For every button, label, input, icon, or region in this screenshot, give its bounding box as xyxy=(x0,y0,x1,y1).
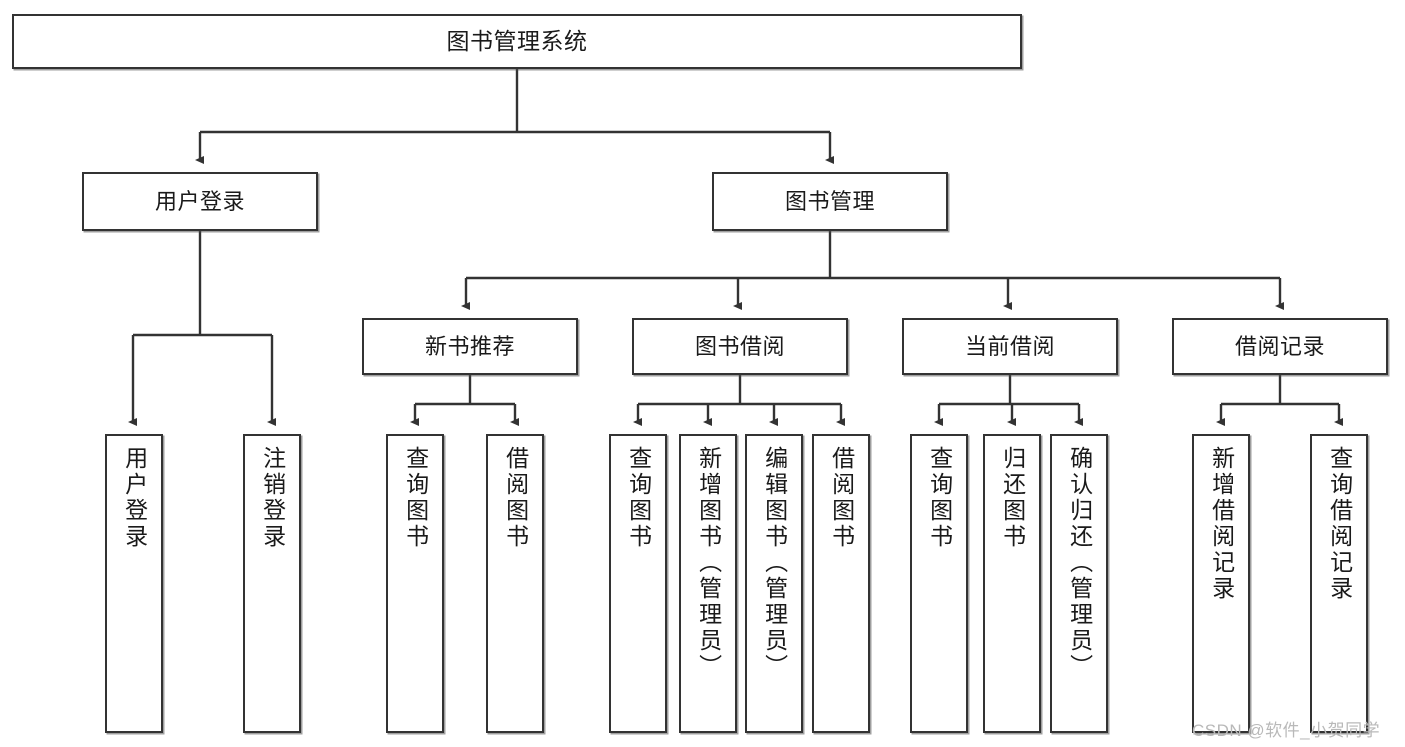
node-label: 查询图书 xyxy=(625,446,652,550)
node-label: 编辑图书（管理员） xyxy=(761,446,788,680)
node-user-login[interactable]: 用户登录 xyxy=(82,172,318,231)
leaf-edit-book-admin[interactable]: 编辑图书（管理员） xyxy=(745,434,803,733)
node-book-management[interactable]: 图书管理 xyxy=(712,172,948,231)
leaf-query-book-borrow[interactable]: 查询图书 xyxy=(609,434,667,733)
node-label: 新增图书（管理员） xyxy=(695,446,722,680)
node-label: 注销登录 xyxy=(259,446,286,550)
leaf-query-book-recommend[interactable]: 查询图书 xyxy=(386,434,444,733)
leaf-query-book-current[interactable]: 查询图书 xyxy=(910,434,968,733)
leaf-confirm-return-admin[interactable]: 确认归还（管理员） xyxy=(1050,434,1108,733)
node-label: 查询图书 xyxy=(926,446,953,550)
node-label: 归还图书 xyxy=(999,446,1026,550)
node-label: 当前借阅 xyxy=(964,333,1055,359)
leaf-borrow-book-recommend[interactable]: 借阅图书 xyxy=(486,434,544,733)
node-label: 查询图书 xyxy=(402,446,429,550)
node-label: 借阅记录 xyxy=(1234,333,1325,359)
node-borrow-record[interactable]: 借阅记录 xyxy=(1172,318,1388,375)
node-label: 新书推荐 xyxy=(424,333,515,359)
leaf-logout[interactable]: 注销登录 xyxy=(243,434,301,733)
leaf-add-book-admin[interactable]: 新增图书（管理员） xyxy=(679,434,737,733)
leaf-return-book[interactable]: 归还图书 xyxy=(983,434,1041,733)
node-label: 确认归还（管理员） xyxy=(1066,446,1093,680)
node-label: 图书借阅 xyxy=(694,333,785,359)
csdn-watermark: CSDN @软件_小贺同学 xyxy=(1192,721,1381,740)
leaf-user-login[interactable]: 用户登录 xyxy=(105,434,163,733)
node-label: 借阅图书 xyxy=(502,446,529,550)
node-label: 用户登录 xyxy=(154,188,245,214)
leaf-borrow-book[interactable]: 借阅图书 xyxy=(812,434,870,733)
node-label: 借阅图书 xyxy=(828,446,855,550)
node-label: 新增借阅记录 xyxy=(1208,446,1235,602)
node-current-borrow[interactable]: 当前借阅 xyxy=(902,318,1118,375)
node-label: 查询借阅记录 xyxy=(1326,446,1353,602)
node-root-system[interactable]: 图书管理系统 xyxy=(12,14,1022,69)
node-new-book-recommendation[interactable]: 新书推荐 xyxy=(362,318,578,375)
leaf-query-borrow-record[interactable]: 查询借阅记录 xyxy=(1310,434,1368,733)
node-label: 用户登录 xyxy=(121,446,148,550)
node-book-borrow[interactable]: 图书借阅 xyxy=(632,318,848,375)
leaf-add-borrow-record[interactable]: 新增借阅记录 xyxy=(1192,434,1250,733)
node-label: 图书管理系统 xyxy=(446,27,588,54)
node-label: 图书管理 xyxy=(784,188,875,214)
